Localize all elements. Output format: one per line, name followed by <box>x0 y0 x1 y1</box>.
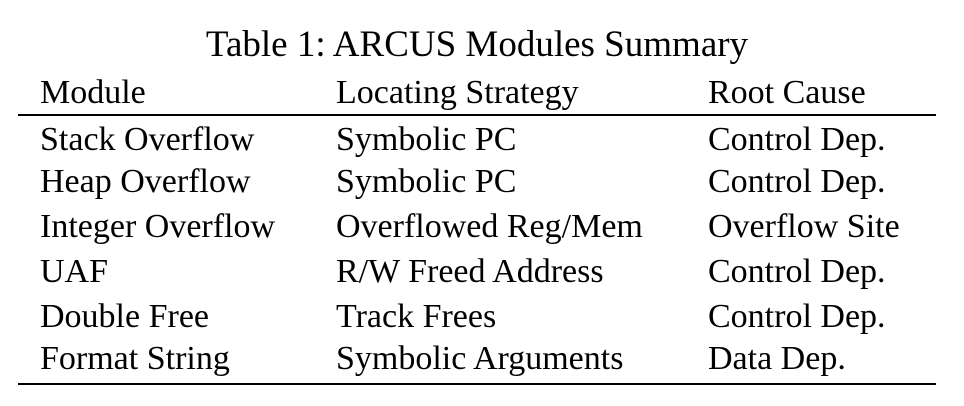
table-row: UAF R/W Freed Address Control Dep. <box>18 249 936 294</box>
table-row: Heap Overflow Symbolic PC Control Dep. <box>18 160 936 205</box>
cell-locating-strategy: R/W Freed Address <box>336 252 604 290</box>
cell-root-cause: Overflow Site <box>708 207 900 245</box>
header-module: Module <box>18 71 314 116</box>
cell-locating-strategy: Overflowed Reg/Mem <box>336 207 643 245</box>
cell-module: Integer Overflow <box>40 207 276 245</box>
cell-root-cause: Control Dep. <box>708 252 886 290</box>
table-row: Format String Symbolic Arguments Data De… <box>18 338 936 385</box>
header-root-cause: Root Cause <box>686 71 936 116</box>
cell-locating-strategy: Track Frees <box>336 297 497 335</box>
cell-locating-strategy: Symbolic PC <box>336 163 517 201</box>
modules-summary-table: Module Locating Strategy Root Cause Stac… <box>18 71 936 385</box>
cell-root-cause: Control Dep. <box>708 163 886 201</box>
cell-locating-strategy: Symbolic PC <box>336 120 517 158</box>
header-locating-strategy: Locating Strategy <box>314 71 686 116</box>
table-caption: Table 1: ARCUS Modules Summary <box>205 24 749 65</box>
cell-module: Stack Overflow <box>40 120 255 158</box>
table-row: Double Free Track Frees Control Dep. <box>18 294 936 339</box>
header-row: Module Locating Strategy Root Cause <box>18 71 936 116</box>
table-row: Integer Overflow Overflowed Reg/Mem Over… <box>18 205 936 250</box>
cell-module: Format String <box>18 338 314 385</box>
cell-locating-strategy: Symbolic Arguments <box>314 338 686 385</box>
cell-root-cause: Data Dep. <box>686 338 936 385</box>
table-row: Stack Overflow Symbolic PC Control Dep. <box>18 115 936 160</box>
cell-module: Double Free <box>40 297 210 335</box>
cell-root-cause: Control Dep. <box>708 120 886 158</box>
cell-module: UAF <box>40 252 109 290</box>
cell-root-cause: Control Dep. <box>708 297 886 335</box>
cell-module: Heap Overflow <box>40 163 251 201</box>
